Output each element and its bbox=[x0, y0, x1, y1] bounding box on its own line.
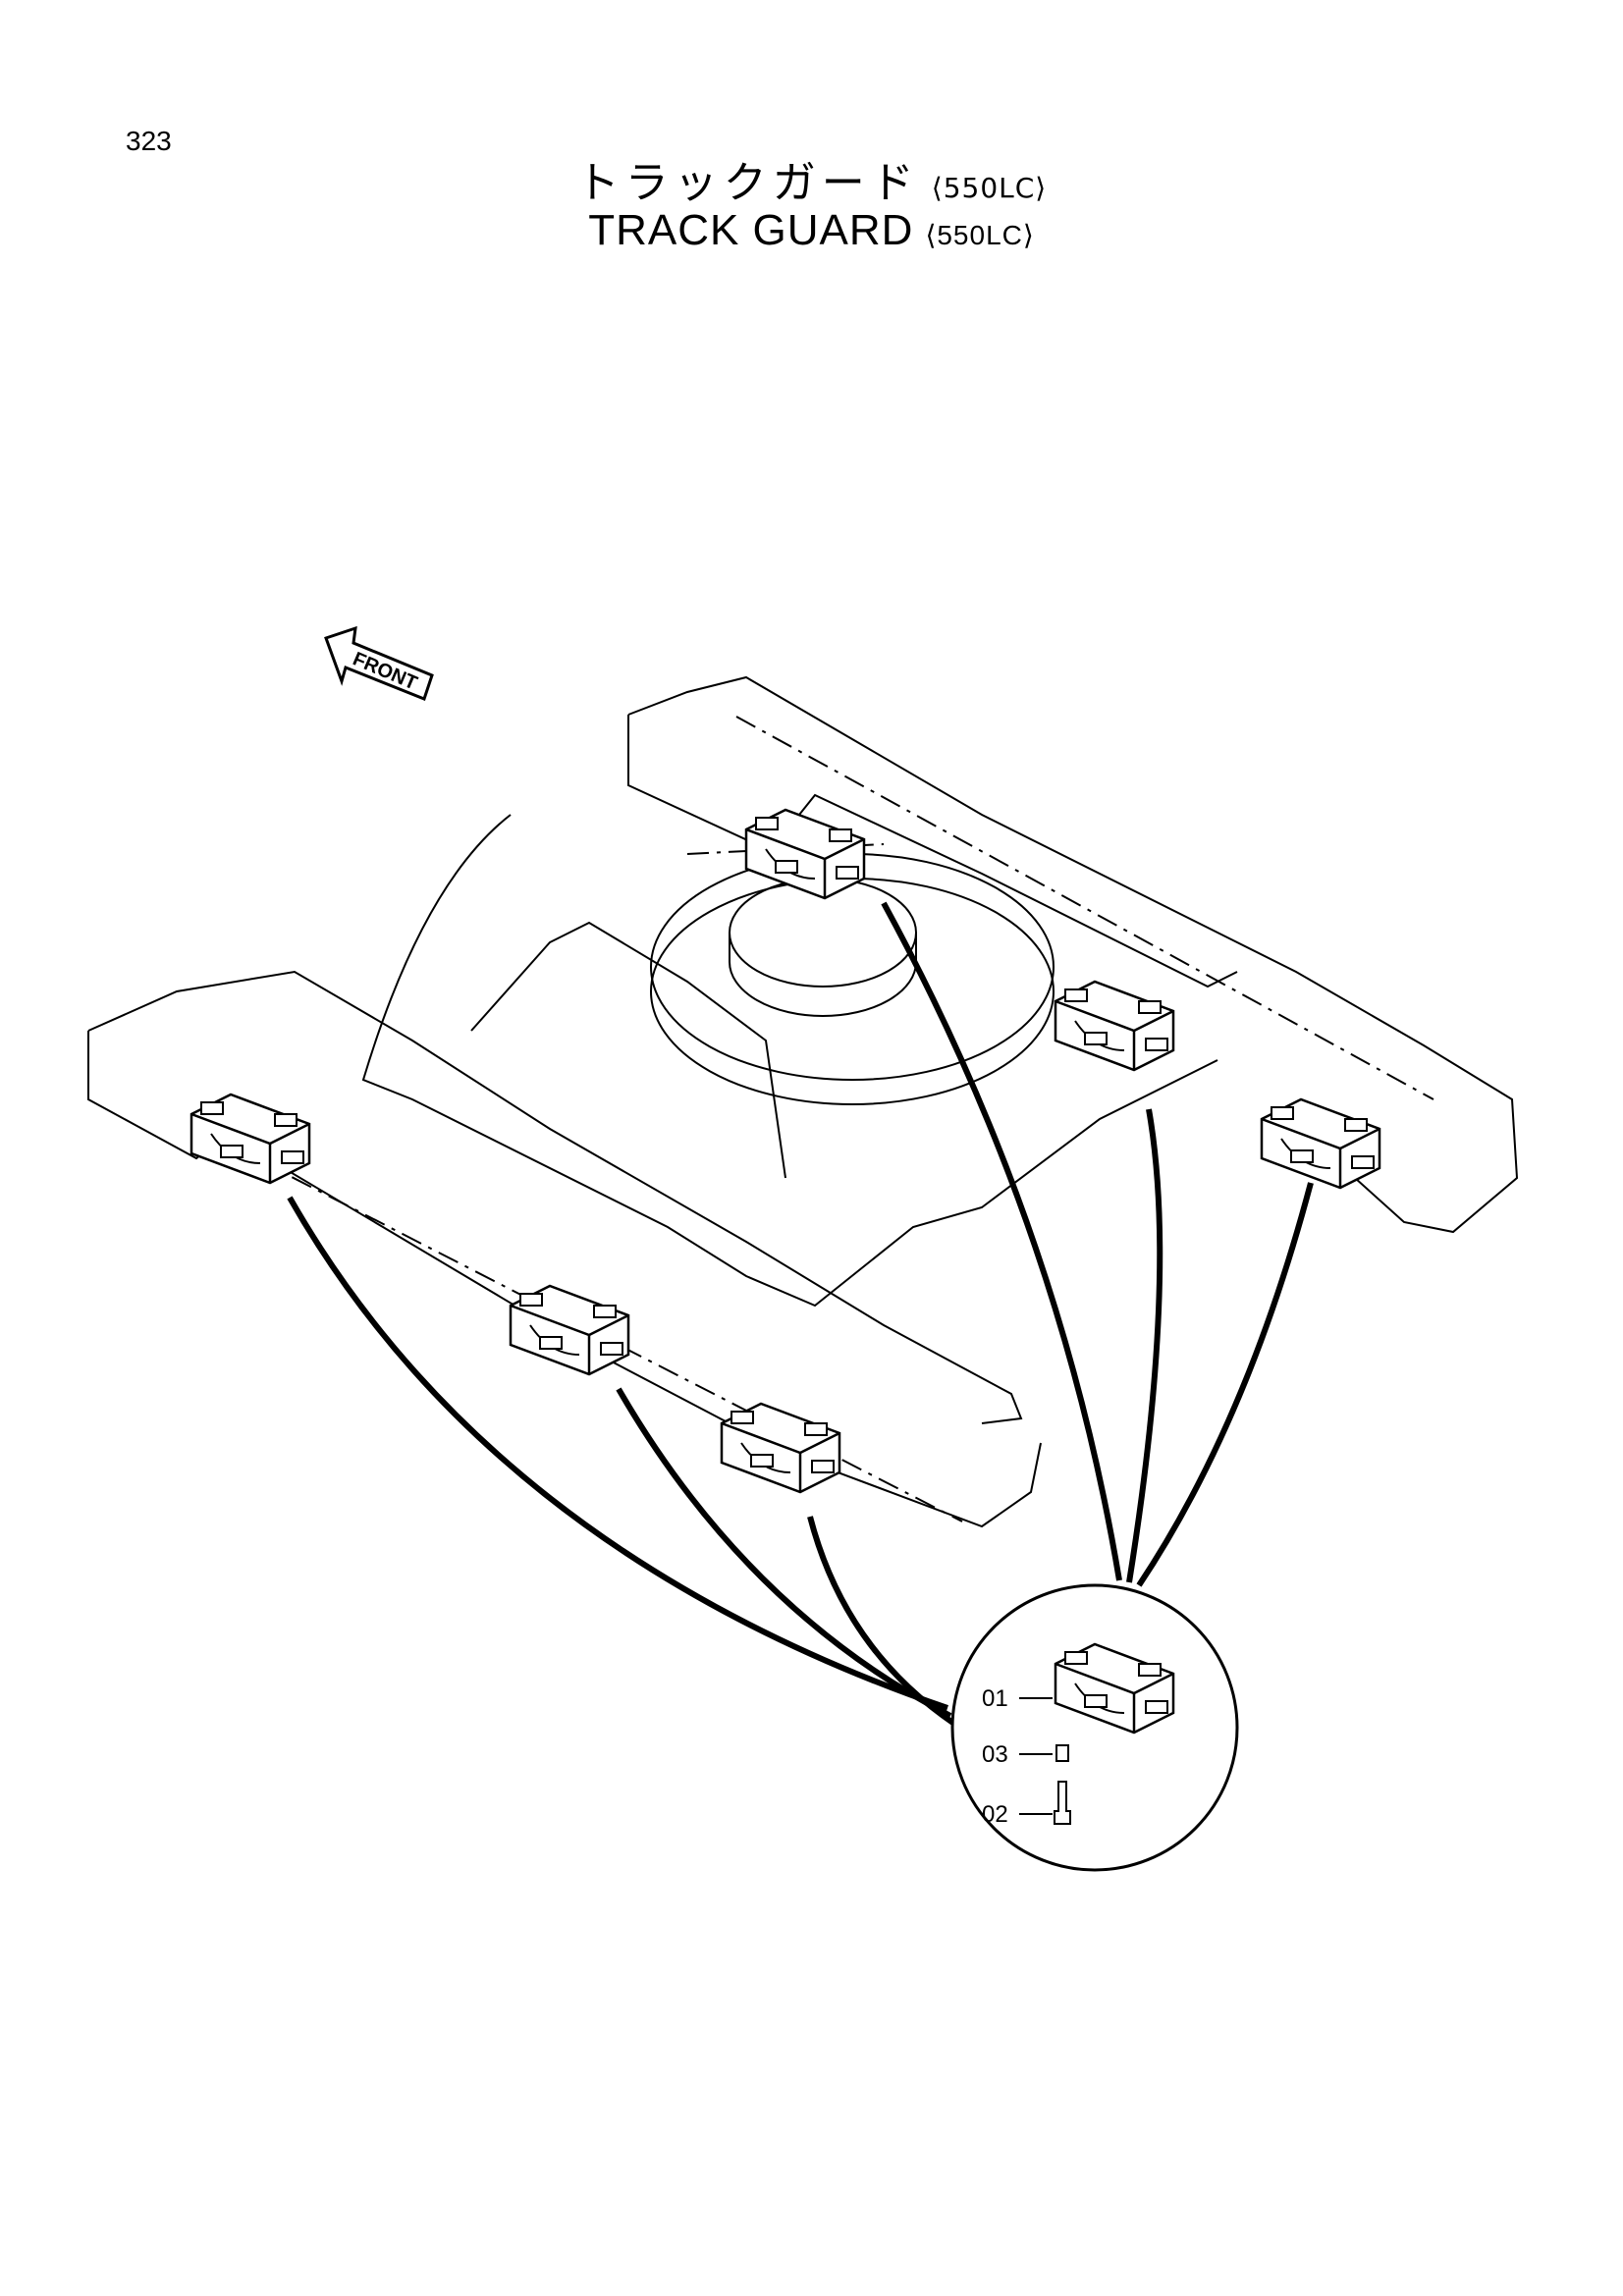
washer-part bbox=[1055, 1744, 1069, 1762]
undercarriage-frame bbox=[87, 675, 1519, 1528]
track-guard-front-3 bbox=[720, 1402, 841, 1494]
leader-lines bbox=[287, 901, 1314, 1727]
track-guard-front-1 bbox=[189, 1093, 311, 1185]
bolt-part bbox=[1054, 1781, 1071, 1825]
title-english-text: TRACK GUARD bbox=[588, 206, 914, 254]
track-guard-rear-2 bbox=[1054, 980, 1175, 1072]
detail-circle: 01 03 02 bbox=[950, 1583, 1239, 1872]
callout-03: 03 bbox=[982, 1741, 1008, 1768]
title-english: TRACK GUARD ⟨550LC⟩ bbox=[0, 206, 1623, 255]
track-guard-rear-1 bbox=[744, 808, 866, 900]
title-japanese-text: トラックガード bbox=[575, 158, 920, 208]
track-guard-front-2 bbox=[509, 1284, 630, 1376]
callout-01: 01 bbox=[982, 1685, 1008, 1712]
front-direction-arrow: FRONT bbox=[324, 625, 434, 701]
callout-02: 02 bbox=[982, 1801, 1008, 1828]
page-number: 323 bbox=[126, 126, 172, 156]
model-tag-jp: ⟨550LC⟩ bbox=[931, 172, 1048, 204]
title-japanese: トラックガード ⟨550LC⟩ bbox=[0, 147, 1623, 210]
model-tag-en: ⟨550LC⟩ bbox=[925, 220, 1035, 250]
track-guard-rear-3 bbox=[1260, 1097, 1381, 1190]
